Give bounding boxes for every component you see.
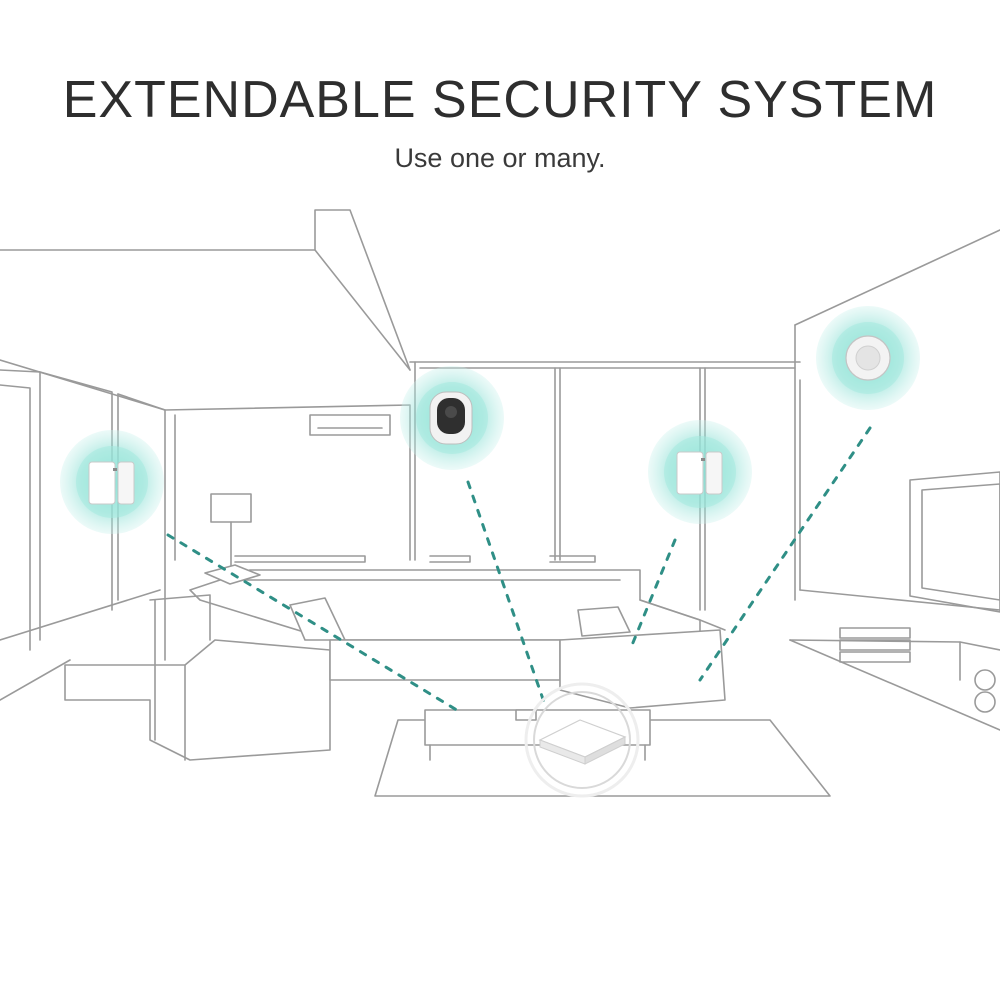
headline: EXTENDABLE SECURITY SYSTEM	[62, 71, 938, 129]
subheadline: Use one or many.	[394, 143, 606, 173]
camera-icon	[400, 366, 504, 470]
connection-lines	[166, 426, 872, 714]
contact-sensor-icon	[60, 430, 164, 534]
furniture	[64, 493, 831, 797]
contact-sensor-icon	[648, 420, 752, 524]
motion-sensor-icon	[816, 306, 920, 410]
hub-icon	[524, 682, 640, 798]
